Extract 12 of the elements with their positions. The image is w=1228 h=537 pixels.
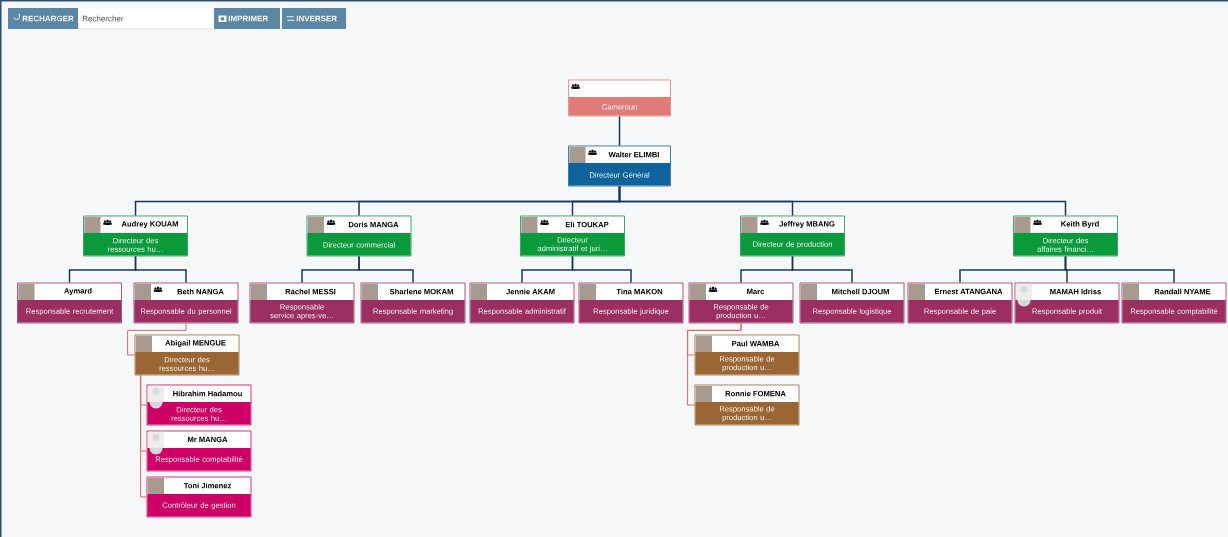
connector-line xyxy=(618,185,1067,217)
connector-line xyxy=(571,255,632,284)
connector-line xyxy=(140,374,148,498)
connector-line xyxy=(687,322,742,406)
toolbar-button: RECHARGER xyxy=(8,8,78,29)
connector-line xyxy=(791,255,853,284)
connector-line xyxy=(618,115,621,147)
connector-line xyxy=(358,255,414,284)
connector-line xyxy=(127,322,187,356)
connector-line xyxy=(134,255,187,284)
search-field: Rechercher xyxy=(77,8,214,30)
connector-line xyxy=(1064,255,1175,284)
